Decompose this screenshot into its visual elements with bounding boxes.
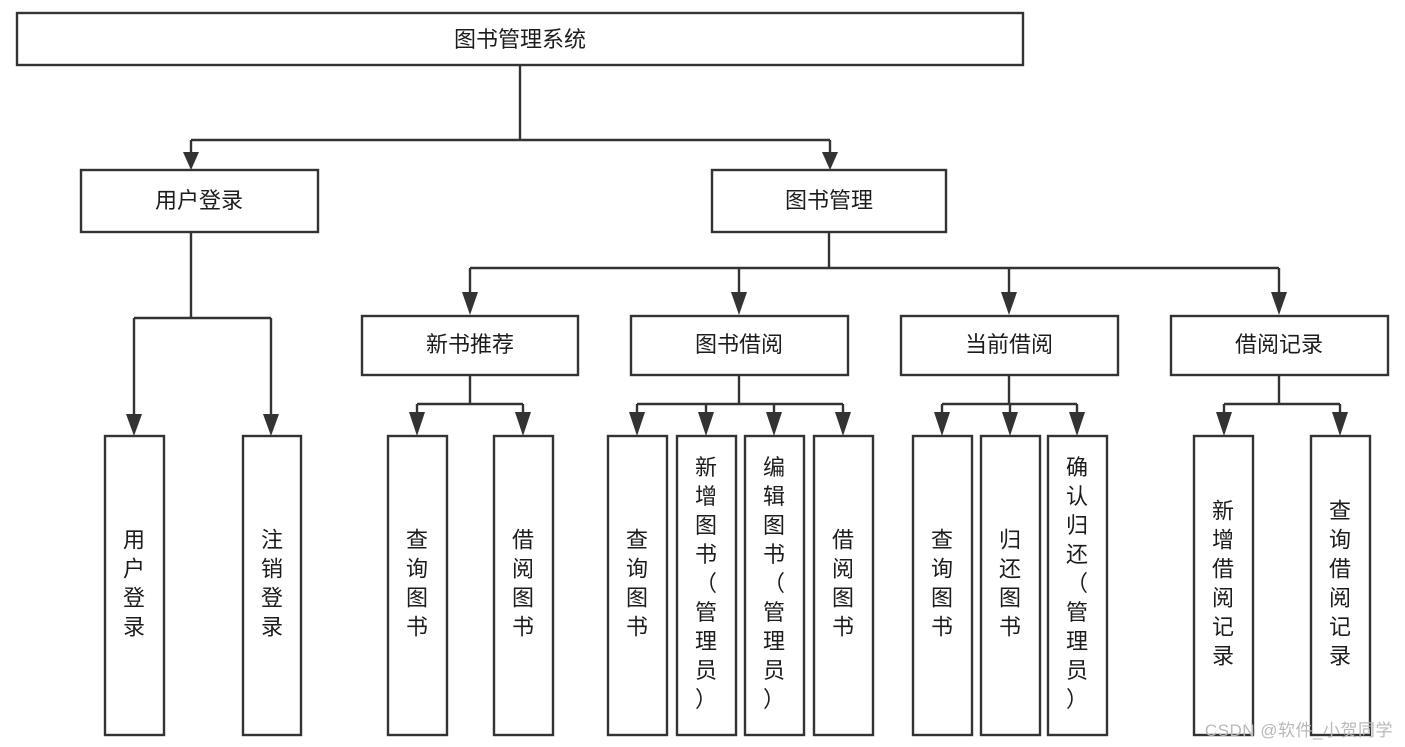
arrowhead-leaf-user-logout: [263, 414, 279, 436]
node-leaf-borrow-book-2[interactable]: 借阅图书: [812, 434, 875, 737]
node-book-manage[interactable]: 图书管理: [710, 168, 948, 234]
leaf-layer: 用户登录 注销登录 查询图书 借阅图书 查询图书 新增图书（管理员）: [103, 434, 1372, 737]
node-leaf-query-book-2-box[interactable]: [606, 434, 669, 737]
node-leaf-query-book-2-label: 查询图书: [626, 527, 648, 639]
arrowhead-book-manage: [822, 152, 838, 170]
node-root-box[interactable]: [15, 11, 1025, 67]
node-book-manage-box[interactable]: [710, 168, 948, 234]
node-leaf-query-book-1[interactable]: 查询图书: [386, 434, 449, 737]
node-leaf-add-record[interactable]: 新增借阅记录: [1192, 434, 1255, 737]
arrowhead-borrow-record: [1271, 292, 1287, 315]
node-leaf-add-record-label: 新增借阅记录: [1212, 498, 1234, 668]
edge-layer: [126, 65, 1348, 436]
node-current-borrow[interactable]: 当前借阅: [899, 314, 1120, 377]
node-leaf-edit-book-box[interactable]: [743, 434, 806, 737]
node-borrow-record-box[interactable]: [1169, 314, 1390, 377]
node-current-borrow-label: 当前借阅: [965, 332, 1053, 357]
node-borrow-record[interactable]: 借阅记录: [1169, 314, 1390, 377]
node-leaf-user-login-label: 用户登录: [123, 527, 145, 639]
node-book-borrow-box[interactable]: [629, 314, 850, 377]
arrowhead-leaf-borrow-book-2: [835, 412, 851, 436]
node-leaf-return-book-label: 归还图书: [999, 527, 1021, 639]
node-book-manage-label: 图书管理: [785, 188, 873, 213]
node-new-book-rec-box[interactable]: [360, 314, 580, 377]
node-leaf-user-logout-label: 注销登录: [261, 527, 283, 639]
node-book-borrow[interactable]: 图书借阅: [629, 314, 850, 377]
arrowhead-leaf-borrow-book-1: [515, 412, 531, 436]
arrowhead-current-borrow: [1001, 292, 1017, 315]
arrowhead-leaf-query-book-2: [629, 412, 645, 436]
arrowhead-leaf-confirm-return: [1069, 412, 1085, 436]
node-borrow-record-label: 借阅记录: [1235, 332, 1323, 357]
node-leaf-return-book-box[interactable]: [979, 434, 1042, 737]
arrowhead-leaf-query-record: [1332, 412, 1348, 436]
node-leaf-user-login-box[interactable]: [103, 434, 166, 737]
node-new-book-rec[interactable]: 新书推荐: [360, 314, 580, 377]
node-leaf-query-record-label: 查询借阅记录: [1329, 498, 1351, 668]
arrowhead-user-login: [183, 152, 199, 170]
node-leaf-add-record-box[interactable]: [1192, 434, 1255, 737]
node-root-label: 图书管理系统: [454, 27, 586, 52]
node-leaf-user-logout[interactable]: 注销登录: [241, 434, 303, 737]
node-new-book-rec-label: 新书推荐: [426, 332, 514, 357]
node-root[interactable]: 图书管理系统: [15, 11, 1025, 67]
node-leaf-borrow-book-1-box[interactable]: [492, 434, 555, 737]
arrowhead-leaf-add-book: [698, 412, 714, 436]
node-leaf-return-book[interactable]: 归还图书: [979, 434, 1042, 737]
arrowhead-leaf-user-login: [126, 414, 142, 436]
arrowhead-book-borrow: [731, 292, 747, 315]
node-leaf-borrow-book-2-label: 借阅图书: [832, 527, 854, 639]
node-leaf-query-book-3-box[interactable]: [911, 434, 974, 737]
arrowhead-leaf-edit-book: [766, 412, 782, 436]
node-leaf-user-logout-box[interactable]: [241, 434, 303, 737]
node-book-borrow-label: 图书借阅: [695, 332, 783, 357]
node-leaf-user-login[interactable]: 用户登录: [103, 434, 166, 737]
node-leaf-query-book-3-label: 查询图书: [931, 527, 953, 639]
node-user-login-box[interactable]: [79, 168, 320, 234]
node-leaf-borrow-book-2-box[interactable]: [812, 434, 875, 737]
arrowhead-leaf-query-book-3: [934, 412, 950, 436]
node-leaf-query-book-1-label: 查询图书: [406, 527, 428, 639]
node-leaf-confirm-return-label: 确认归还（管理员）: [1066, 455, 1088, 712]
arrowhead-new-book-rec: [462, 292, 478, 315]
node-user-login[interactable]: 用户登录: [79, 168, 320, 234]
node-leaf-query-record-box[interactable]: [1309, 434, 1372, 737]
arrowhead-leaf-return-book: [1002, 412, 1018, 436]
node-leaf-add-book[interactable]: 新增图书（管理员）: [675, 434, 738, 737]
node-leaf-query-record[interactable]: 查询借阅记录: [1309, 434, 1372, 737]
node-user-login-label: 用户登录: [155, 188, 243, 213]
node-leaf-confirm-return-box[interactable]: [1046, 434, 1109, 737]
node-leaf-add-book-label: 新增图书（管理员）: [695, 455, 717, 712]
node-leaf-query-book-3[interactable]: 查询图书: [911, 434, 974, 737]
node-current-borrow-box[interactable]: [899, 314, 1120, 377]
node-leaf-borrow-book-1-label: 借阅图书: [512, 527, 534, 639]
node-leaf-edit-book-label: 编辑图书（管理员）: [763, 455, 785, 712]
node-leaf-query-book-1-box[interactable]: [386, 434, 449, 737]
node-leaf-query-book-2[interactable]: 查询图书: [606, 434, 669, 737]
node-leaf-confirm-return[interactable]: 确认归还（管理员）: [1046, 434, 1109, 737]
node-leaf-edit-book[interactable]: 编辑图书（管理员）: [743, 434, 806, 737]
arrowhead-leaf-add-record: [1216, 412, 1232, 436]
node-leaf-add-book-box[interactable]: [675, 434, 738, 737]
node-leaf-borrow-book-1[interactable]: 借阅图书: [492, 434, 555, 737]
arrowhead-leaf-query-book-1: [409, 412, 425, 436]
